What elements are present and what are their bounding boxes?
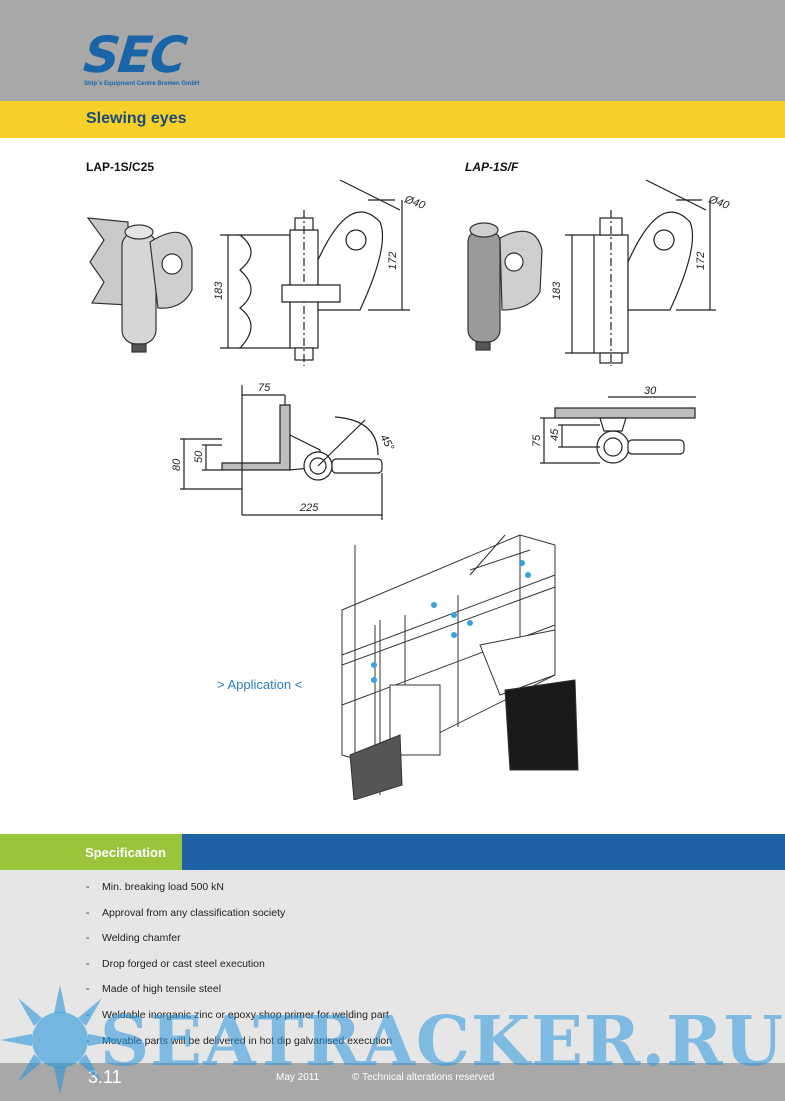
sec-logo: SEC Ship`s Equipment Centre Bremen GmbH [80, 26, 244, 92]
slewing-eye-markers [371, 560, 531, 683]
specification-list: -Min. breaking load 500 kN -Approval fro… [86, 880, 392, 1059]
c25-side-view [220, 179, 410, 366]
c25-3d-view [86, 217, 193, 353]
title-bar: Slewing eyes [0, 101, 785, 138]
section-dim-75: 75 [258, 382, 271, 394]
specification-heading: Specification [85, 845, 166, 860]
list-item: -Drop forged or cast steel execution [86, 957, 265, 970]
c25-dim-183: 183 [213, 281, 225, 300]
f-side-view [565, 179, 716, 366]
section-dim-75-right: 75 [531, 434, 543, 447]
section-dim-30: 30 [644, 385, 657, 397]
list-item: -Made of high tensile steel [86, 983, 222, 996]
c25-dim-diameter: Ø40 [402, 193, 427, 212]
section-right [540, 396, 696, 464]
logo-wordmark: SEC [80, 26, 188, 84]
list-item: -Approval from any classification societ… [86, 906, 286, 919]
specification-body [0, 870, 785, 1063]
footer-rights: © Technical alterations reserved [352, 1072, 495, 1083]
c25-dim-172: 172 [387, 252, 399, 270]
page-footer: 3.11 May 2011 © Technical alterations re… [0, 1063, 785, 1101]
product-label-c25: LAP-1S/C25 [86, 160, 155, 174]
application-link[interactable]: > Application < [217, 677, 303, 692]
hatch-structure [341, 534, 579, 800]
logo-subtitle: Ship`s Equipment Centre Bremen GmbH [84, 81, 200, 87]
list-item: -Welding chamfer [86, 932, 181, 945]
section-dim-50: 50 [193, 450, 205, 463]
section-drawings: 75 80 50 225 45° 30 75 45 [171, 382, 696, 520]
section-dim-45: 45 [549, 428, 561, 441]
top-technical-drawings: 183 172 Ø40 183 172 Ø40 [86, 179, 731, 366]
page-header: SEC Ship`s Equipment Centre Bremen GmbH [0, 0, 785, 101]
section-left [180, 385, 383, 520]
watermark-text: SEATRACKER.RU [100, 1002, 784, 1082]
product-label-f: LAP-1S/F [465, 160, 519, 174]
footer-date: May 2011 [276, 1072, 320, 1083]
page-title: Slewing eyes [86, 110, 187, 127]
list-item: -Min. breaking load 500 kN [86, 881, 224, 893]
f-dim-172: 172 [695, 252, 707, 270]
specification-tab: Specification [0, 834, 182, 870]
f-3d-view [467, 222, 543, 351]
f-dim-183: 183 [551, 281, 563, 300]
section-dim-225: 225 [299, 502, 319, 514]
section-dim-80: 80 [171, 458, 183, 471]
section-dim-angle: 45° [377, 433, 396, 454]
application-drawing [341, 534, 579, 800]
